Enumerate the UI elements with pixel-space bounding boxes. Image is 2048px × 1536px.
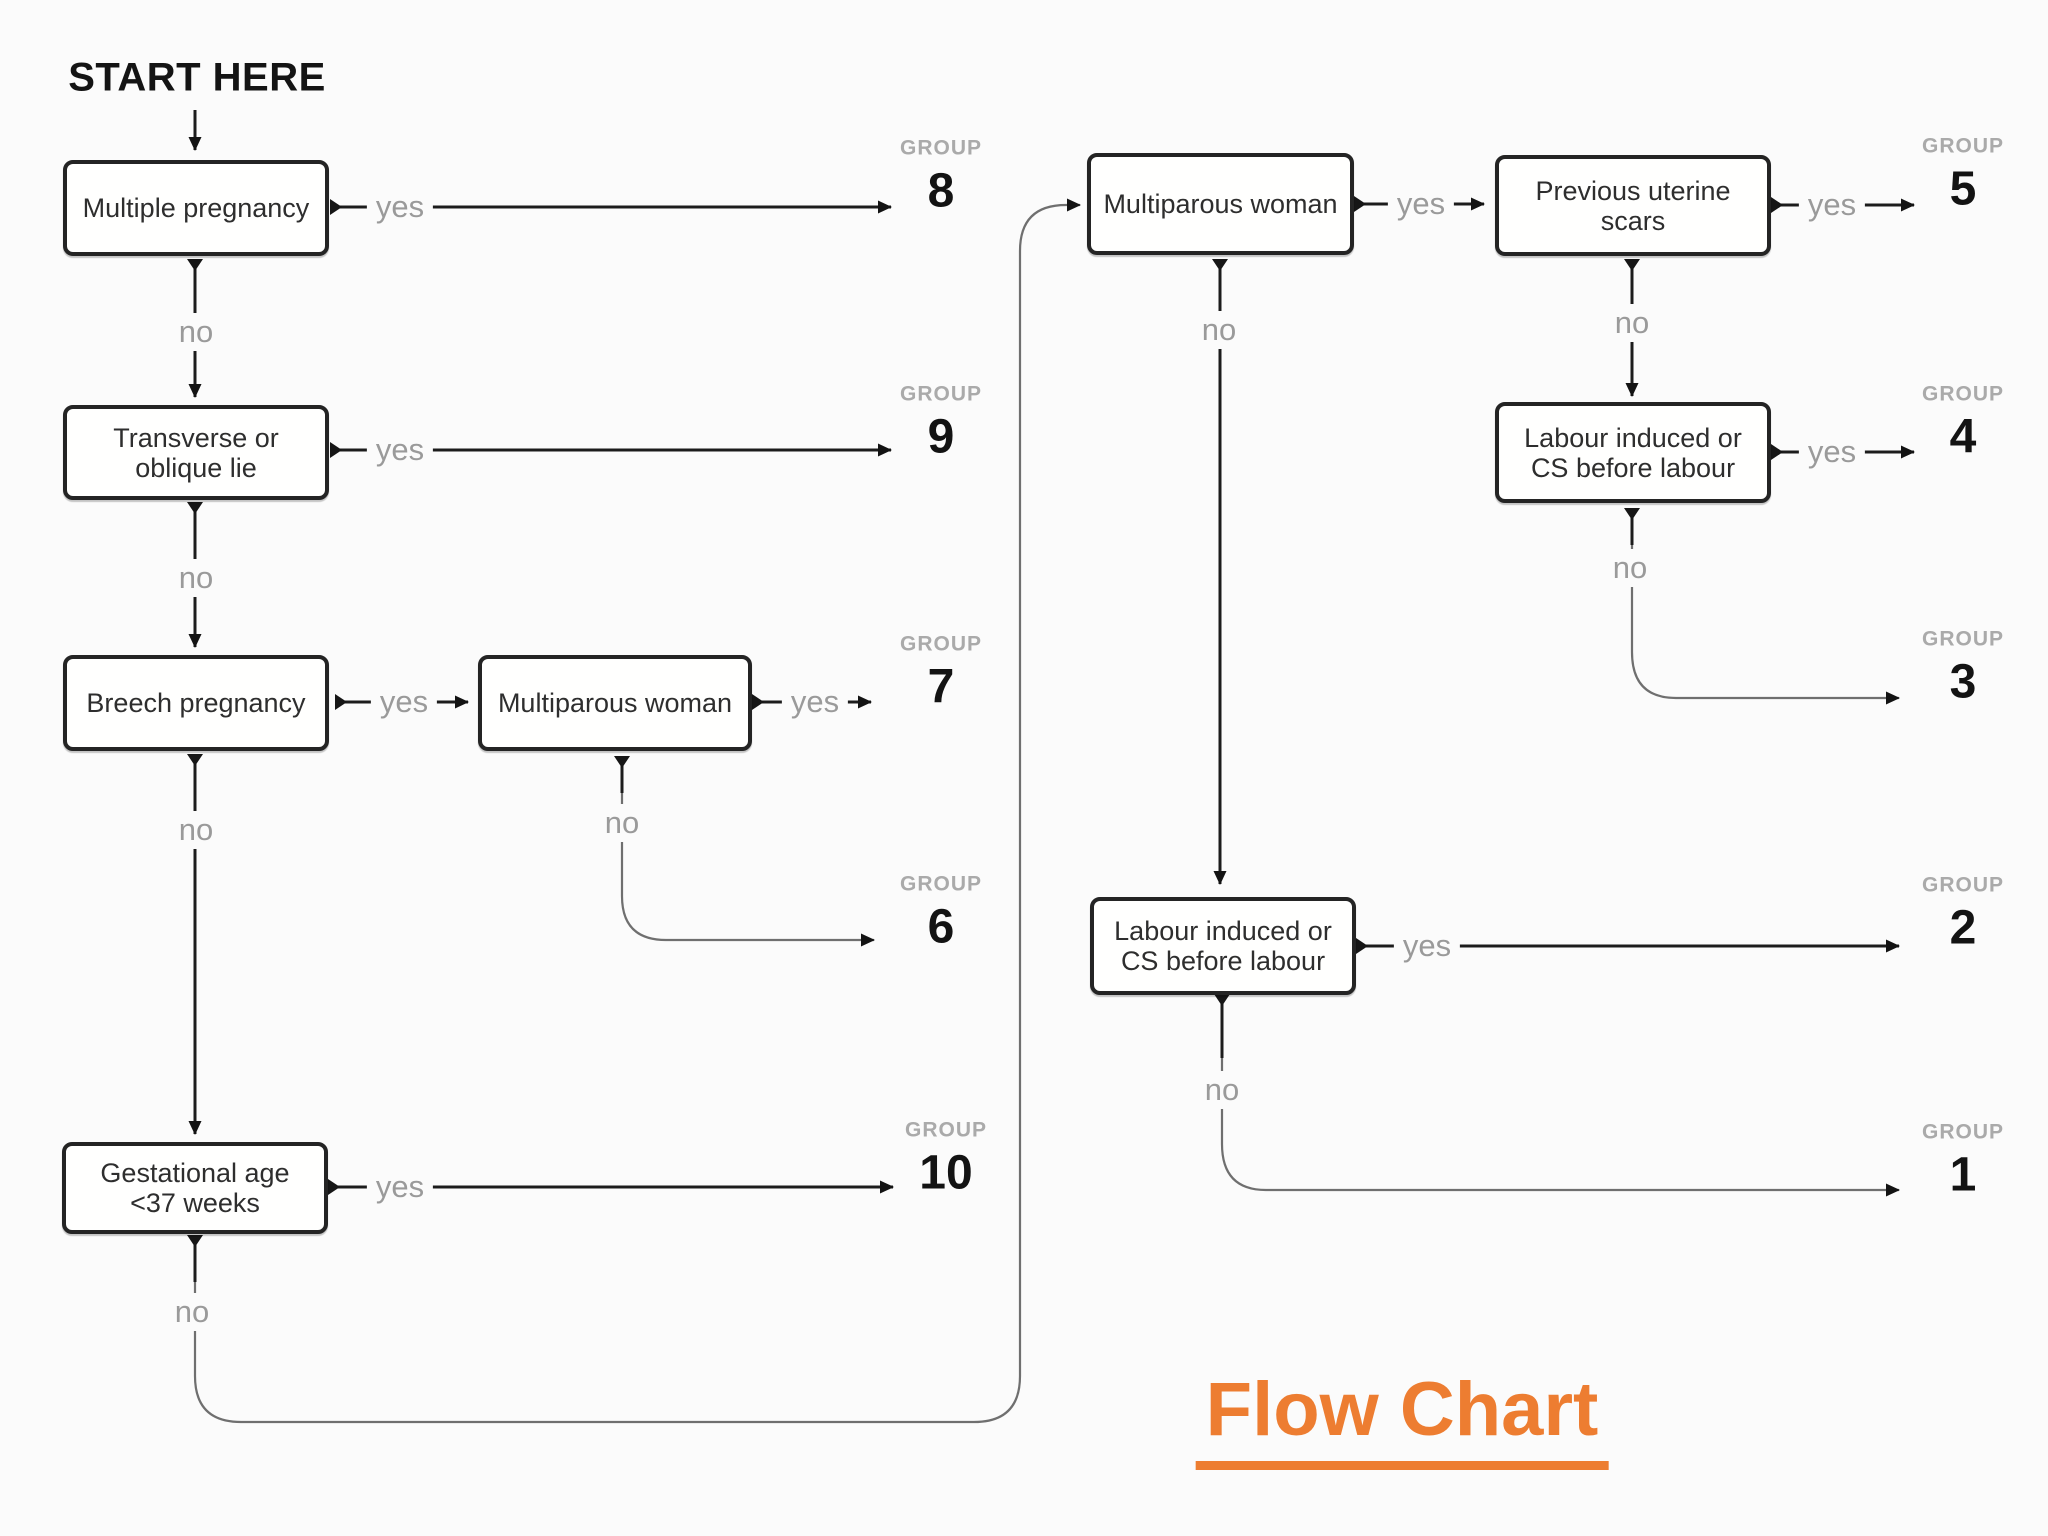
group-8: GROUP 8 [900,137,982,216]
node-previous-uterine-scars: Previous uterine scars [1495,155,1771,256]
group-10: GROUP 10 [905,1119,987,1198]
node-label: Transverse or [113,422,279,453]
no-label: no [1605,304,1659,342]
node-label-line2: scars [1600,205,1666,236]
group-9: GROUP 9 [900,383,982,462]
group-word: GROUP [899,872,983,896]
group-number: 4 [1949,410,1977,464]
node-labour-induced-bottom: Labour induced or CS before labour [1090,897,1356,995]
node-label: Labour induced or [1524,422,1742,453]
group-number: 10 [919,1146,973,1200]
node-transverse-oblique-lie: Transverse or oblique lie [63,405,329,500]
no-label: no [169,811,223,849]
yes-label: yes [1387,185,1455,223]
page-title: Flow Chart [1195,1366,1609,1470]
node-multiparous-woman-right: Multiparous woman [1087,153,1354,255]
node-label: Labour induced or [1114,916,1332,946]
group-number: 8 [927,164,955,218]
group-word: GROUP [1921,382,2005,406]
box-exit-arrows [187,196,1783,1247]
no-label: no [595,804,649,842]
no-label: no [1603,549,1657,587]
node-label: Multiple pregnancy [82,193,310,223]
yes-label: yes [781,683,849,721]
node-labour-induced-top: Labour induced or CS before labour [1495,402,1771,503]
group-word: GROUP [1921,1120,2005,1144]
group-4: GROUP 4 [1922,383,2004,462]
group-number: 5 [1949,162,1977,216]
group-7: GROUP 7 [900,633,982,712]
yes-label: yes [1393,927,1461,965]
group-number: 6 [927,900,955,954]
group-word: GROUP [899,632,983,656]
no-label: no [169,313,223,351]
node-label: Previous uterine [1535,175,1731,206]
group-number: 2 [1949,901,1977,955]
node-breech-pregnancy: Breech pregnancy [63,655,329,751]
node-multiple-pregnancy: Multiple pregnancy [63,160,329,256]
node-label-line2: CS before labour [1120,946,1326,976]
group-2: GROUP 2 [1922,874,2004,953]
group-3: GROUP 3 [1922,628,2004,707]
node-label-line2: CS before labour [1530,452,1736,483]
node-label: Breech pregnancy [86,688,306,718]
no-label: no [165,1293,219,1331]
node-label-line2: <37 weeks [130,1188,260,1218]
group-word: GROUP [899,382,983,406]
group-word: GROUP [1921,134,2005,158]
group-number: 3 [1949,655,1977,709]
group-number: 1 [1949,1148,1977,1202]
yes-label: yes [366,431,434,469]
group-word: GROUP [899,136,983,160]
group-1: GROUP 1 [1922,1121,2004,1200]
group-word: GROUP [904,1118,988,1142]
group-word: GROUP [1921,627,2005,651]
node-label: Multiparous woman [497,688,733,718]
yes-label: yes [366,1168,434,1206]
yes-label: yes [370,683,438,721]
start-here-label: START HERE [68,55,326,100]
no-label: no [1195,1071,1249,1109]
group-6: GROUP 6 [900,873,982,952]
node-label: Gestational age [100,1158,290,1188]
no-label: no [1192,311,1246,349]
group-number: 9 [927,410,955,464]
node-multiparous-woman-left: Multiparous woman [478,655,752,751]
node-gestational-age: Gestational age <37 weeks [62,1142,328,1234]
yes-label: yes [1798,433,1866,471]
no-label: no [169,559,223,597]
yes-label: yes [1798,186,1866,224]
node-label: Multiparous woman [1103,189,1338,219]
yes-label: yes [366,188,434,226]
group-word: GROUP [1921,873,2005,897]
group-number: 7 [927,660,955,714]
group-5: GROUP 5 [1922,135,2004,214]
node-label-line2: oblique lie [135,452,257,483]
